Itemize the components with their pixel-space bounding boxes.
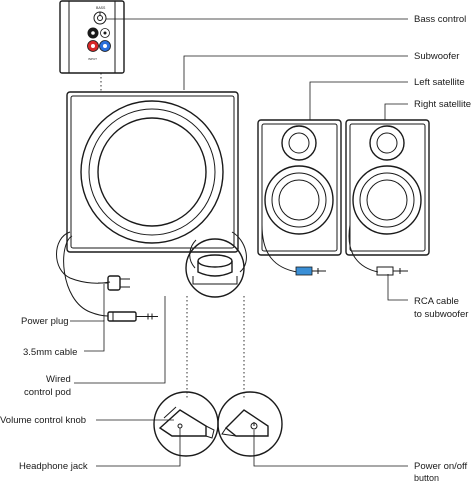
pod-left-detail (153, 391, 219, 457)
wired-control-pod (185, 238, 245, 398)
label-bass-control: Bass control (414, 14, 466, 25)
labels: Bass control Subwoofer Left satellite Ri… (0, 14, 471, 481)
svg-text:INPUT: INPUT (88, 57, 97, 61)
label-subwoofer: Subwoofer (414, 51, 459, 62)
label-right-satellite: Right satellite (414, 99, 471, 110)
rca-plug-blue (295, 266, 326, 276)
bass-knob-icon: BASS (93, 6, 107, 25)
left-satellite (257, 119, 342, 256)
power-plug-icon (98, 275, 130, 291)
label-wired-line1: Wired (46, 374, 71, 385)
right-satellite (345, 119, 430, 256)
rca-plug-right (376, 266, 408, 276)
power-socket-icon (87, 27, 110, 39)
label-power-plug: Power plug (21, 316, 69, 327)
label-rca-cable-line2: to subwoofer (414, 309, 468, 320)
subwoofer (66, 91, 239, 253)
label-wired-line2: control pod (24, 387, 71, 398)
svg-text:BASS: BASS (96, 6, 106, 10)
label-3-5mm-cable: 3.5mm cable (23, 347, 77, 358)
label-left-satellite: Left satellite (414, 77, 465, 88)
label-headphone-jack: Headphone jack (19, 461, 88, 472)
label-rca-cable-line1: RCA cable (414, 296, 459, 307)
rca-blue-jack-icon (99, 40, 111, 52)
label-power-button-line2: button (414, 473, 439, 481)
rear-panel-inset: BASS INPUT (59, 0, 125, 92)
label-volume-knob: Volume control knob (0, 415, 86, 426)
rca-red-jack-icon (87, 40, 99, 52)
pod-right-detail (217, 391, 283, 457)
leader-lines (70, 18, 408, 467)
label-power-button-line1: Power on/off (414, 461, 468, 472)
audio-jack-icon (107, 311, 158, 322)
